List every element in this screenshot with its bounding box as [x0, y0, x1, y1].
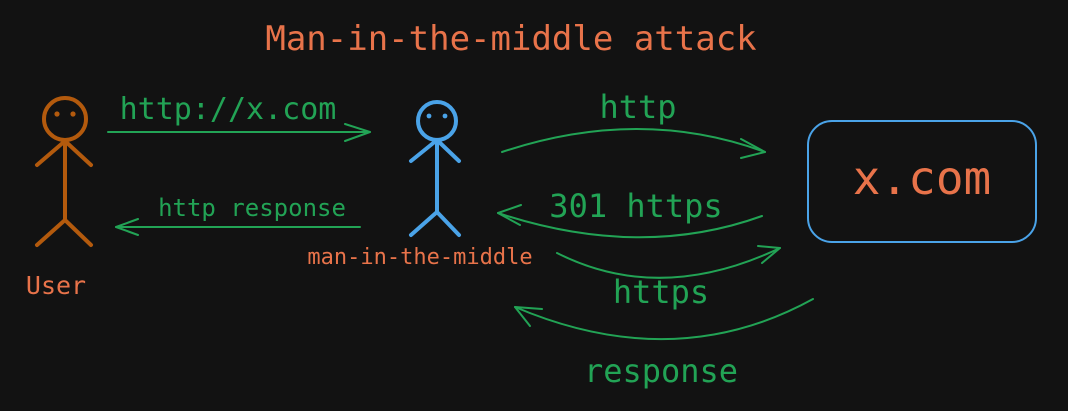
mitm-label: man-in-the-middle — [307, 245, 532, 270]
msg-redirect: 301 https — [549, 187, 722, 225]
msg-response: response — [584, 352, 738, 390]
msg-forward-https: https — [613, 273, 709, 311]
arrow-server-to-mitm-redirect — [497, 204, 763, 239]
user-label: User — [26, 271, 86, 300]
arrow-server-to-mitm-response — [514, 298, 814, 340]
user-figure-icon — [35, 96, 93, 247]
msg-forward-http: http — [599, 88, 676, 126]
arrow-user-to-mitm — [107, 123, 371, 142]
arrow-mitm-to-user — [115, 218, 361, 236]
msg-request-url: http://x.com — [120, 92, 337, 127]
arrow-mitm-to-server-https — [556, 245, 781, 279]
arrow-mitm-to-server-http — [501, 128, 766, 159]
diagram-title: Man-in-the-middle attack — [265, 19, 756, 59]
mitm-figure-icon — [409, 100, 461, 237]
user-eyes — [54, 111, 76, 117]
server-label: x.com — [853, 151, 991, 205]
msg-http-response: http response — [158, 194, 346, 222]
mitm-eyes — [426, 113, 448, 119]
server-box — [807, 120, 1037, 243]
